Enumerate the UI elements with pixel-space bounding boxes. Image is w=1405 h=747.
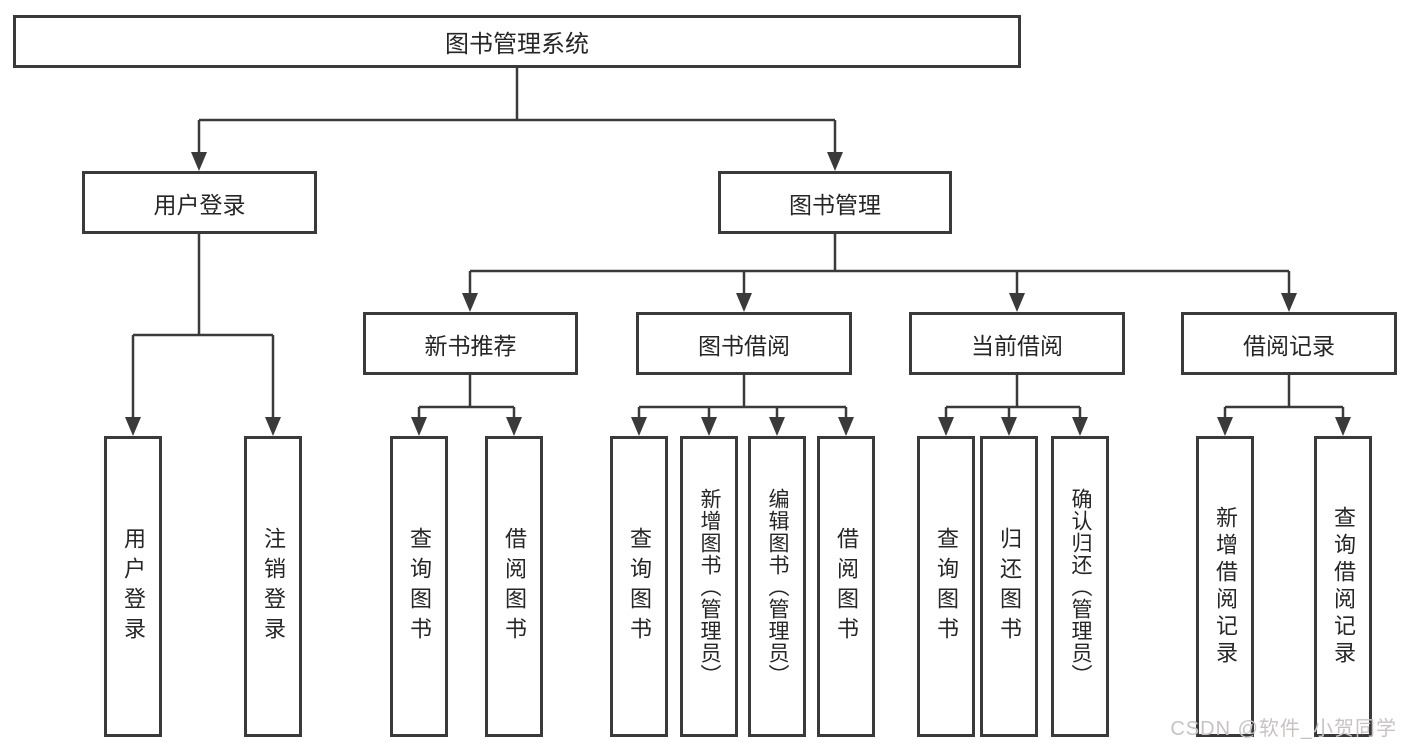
edge-book-borrow-to-leaves: [631, 375, 854, 436]
node-current-borrow: 当前借阅: [909, 312, 1125, 375]
node-root-system: 图书管理系统: [13, 15, 1021, 68]
csdn-watermark: CSDN @软件_小贺同学: [1170, 718, 1397, 740]
node-book-borrow: 图书借阅: [636, 312, 852, 375]
node-leaf-logout: 注销登录: [244, 436, 302, 737]
edge-user-login-to-leaves: [125, 234, 281, 436]
node-leaf-confirm-return-admin: 确认归还（管理员）: [1051, 436, 1109, 737]
node-new-book-recommend: 新书推荐: [363, 312, 578, 375]
edge-new-book-recommend-to-leaves: [411, 375, 522, 436]
node-leaf-edit-book-admin: 编辑图书（管理员）: [748, 436, 806, 737]
node-leaf-query-borrow-record: 查询借阅记录: [1314, 436, 1372, 737]
node-leaf-add-book-admin: 新增图书（管理员）: [680, 436, 738, 737]
node-leaf-borrow-books-recommend: 借阅图书: [485, 436, 543, 737]
node-leaf-borrow-books: 借阅图书: [817, 436, 875, 737]
node-borrow-records: 借阅记录: [1181, 312, 1397, 375]
edge-borrow-records-to-leaves: [1217, 375, 1351, 436]
node-book-mgmt: 图书管理: [718, 171, 952, 234]
edge-book-mgmt-to-level3: [462, 234, 1297, 312]
node-leaf-query-books-borrow: 查询图书: [610, 436, 668, 737]
node-leaf-query-books-current: 查询图书: [917, 436, 975, 737]
node-leaf-return-books: 归还图书: [980, 436, 1038, 737]
edge-root-to-level2: [191, 68, 843, 171]
node-leaf-user-login: 用户登录: [104, 436, 162, 737]
node-leaf-query-books-recommend: 查询图书: [390, 436, 448, 737]
edge-current-borrow-to-leaves: [938, 375, 1088, 436]
node-leaf-add-borrow-record: 新增借阅记录: [1196, 436, 1254, 737]
node-user-login: 用户登录: [82, 171, 317, 234]
